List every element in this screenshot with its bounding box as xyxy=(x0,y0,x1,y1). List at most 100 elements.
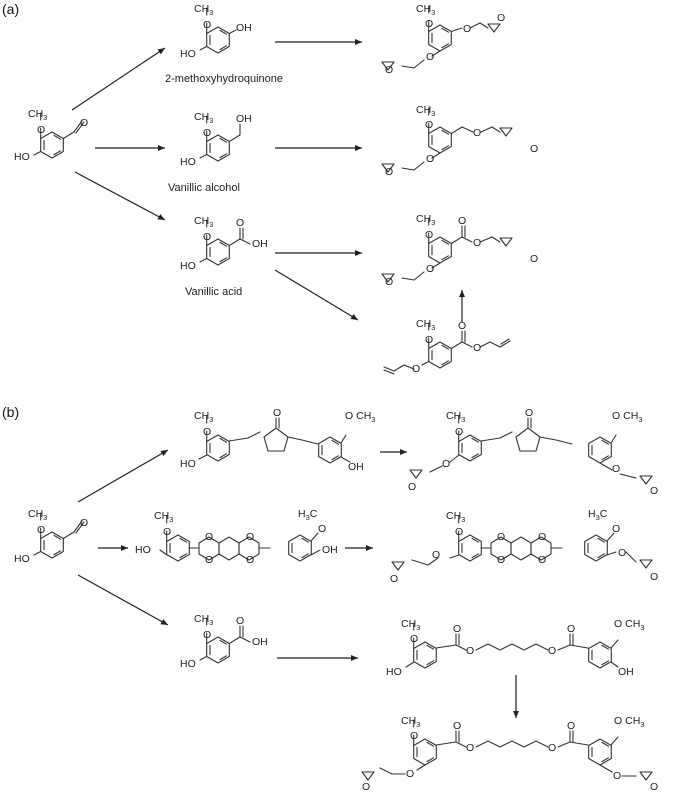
cpe-ether-o-left: O xyxy=(442,458,450,470)
spe-methyl-left: CH3 xyxy=(446,510,465,524)
dvd-methyl-left: CH3 xyxy=(401,618,420,632)
spe-ether-o-left: O xyxy=(432,549,440,561)
valc-oh: OH xyxy=(236,113,252,125)
gv-o1: O xyxy=(425,229,433,241)
da-ether-o: O xyxy=(412,363,420,375)
dvg-ether-o-right: O xyxy=(613,770,621,782)
vab-carbonyl-o: O xyxy=(236,615,244,627)
spe-o-left: O xyxy=(455,526,463,538)
vacid-ho: HO xyxy=(180,260,196,272)
dvd-ester-o-left: O xyxy=(466,645,474,657)
da-carbonyl-o: O xyxy=(458,320,466,332)
vab-methyl: CH3 xyxy=(194,613,213,627)
mhq-ep-o1: O xyxy=(425,18,433,30)
mhq-o: O xyxy=(203,19,211,31)
mhq-ep-o3: O xyxy=(426,51,434,63)
dvd-carbonyl-o-left: O xyxy=(453,623,461,635)
valc-ep-o2: O xyxy=(473,127,481,139)
cpb-ho-left: HO xyxy=(180,458,196,470)
spb-acetal-o3: O xyxy=(246,531,254,543)
spb-o-right: O xyxy=(318,523,326,535)
methoxyhydroquinone xyxy=(199,7,237,54)
spe-acetal-o1: O xyxy=(497,531,505,543)
vanillic-acid-name: Vanillic acid xyxy=(185,286,242,298)
divanillate-diglycidyl xyxy=(361,719,653,781)
mhq-ep-o4: O xyxy=(497,12,505,24)
vacid-o: O xyxy=(203,231,211,243)
vanillic-alcohol-name: Vanillic alcohol xyxy=(168,182,240,194)
vanillin-a-aldehyde-o: O xyxy=(80,117,88,129)
valc-diglycidyl-ether xyxy=(381,107,513,173)
vanillin-b-o: O xyxy=(37,524,45,536)
cpe-o-left: O xyxy=(455,426,463,438)
arrow-vanillin-to-acid xyxy=(74,171,166,221)
vanillin-a xyxy=(33,112,85,159)
dvg-methyl-left: CH3 xyxy=(401,715,420,729)
vanillin-a-ho: HO xyxy=(14,151,30,163)
vanillic-acid xyxy=(199,219,251,266)
gv-o3: O xyxy=(426,263,434,275)
mhq-diglycidyl-ether xyxy=(381,5,501,71)
mhq-ep-o5: O xyxy=(385,64,393,76)
arrow-vanillin-to-acid-b xyxy=(77,574,169,626)
cpe-epoxide-o-left: O xyxy=(408,481,416,493)
arrow-acid-to-allyl xyxy=(274,269,359,321)
cpe-methyl-left: CH3 xyxy=(446,410,465,424)
dvg-epoxide-o-right: O xyxy=(650,781,658,793)
cpe-ether-o-right: O xyxy=(612,463,620,475)
valc-ho: HO xyxy=(180,156,196,168)
cpb-o-left: O xyxy=(203,426,211,438)
dvd-carbonyl-o-right: O xyxy=(567,623,575,635)
spe-epoxide-o-right: O xyxy=(650,571,658,583)
cpb-oh-right: OH xyxy=(348,461,364,473)
dvg-carbonyl-o-left: O xyxy=(453,720,461,732)
mhq-ho: HO xyxy=(180,48,196,60)
mhq-oh: OH xyxy=(236,22,252,34)
dvg-ester-o-right: O xyxy=(548,742,556,754)
vanillin-b-methyl: CH3 xyxy=(28,508,47,522)
valc-ep-methyl: CH3 xyxy=(416,104,435,118)
arrow-vanillin-to-bisphenol xyxy=(77,449,169,503)
vanillin-b xyxy=(33,512,85,559)
valc-methyl: CH3 xyxy=(194,111,213,125)
gv-o5: O xyxy=(385,276,393,288)
valc-ep-o1: O xyxy=(425,119,433,131)
gv-methyl: CH3 xyxy=(416,213,435,227)
spe-acetal-o3: O xyxy=(538,531,546,543)
vanillin-a-methyl: CH3 xyxy=(28,108,47,122)
spe-methyl-right: H3C xyxy=(588,508,608,522)
spb-acetal-o1: O xyxy=(205,531,213,543)
valc-ep-o5: O xyxy=(385,166,393,178)
dvg-ester-o-left: O xyxy=(466,742,474,754)
valc-ep-o4: O xyxy=(530,143,538,155)
vab-ho: HO xyxy=(180,658,196,670)
spb-acetal-o2: O xyxy=(205,554,213,566)
glycidyl-vanillate xyxy=(381,217,513,283)
spiro-diacetal-bisphenol xyxy=(159,515,321,562)
spe-epoxide-o-left: O xyxy=(390,573,398,585)
da-o1: O xyxy=(425,334,433,346)
diallyl-vanillate xyxy=(383,322,511,375)
vacid-oh: OH xyxy=(252,238,268,250)
spe-acetal-o2: O xyxy=(497,554,505,566)
vanillic-alcohol xyxy=(199,115,241,162)
dvd-oh: OH xyxy=(618,666,634,678)
vanillin-b-aldehyde-o: O xyxy=(80,517,88,529)
gv-ester-o: O xyxy=(473,237,481,249)
valc-o: O xyxy=(203,127,211,139)
spb-methyl-left: CH3 xyxy=(154,510,173,524)
vab-o: O xyxy=(203,629,211,641)
spb-ho: HO xyxy=(135,544,151,556)
spe-o-right: O xyxy=(612,523,620,535)
da-methyl: CH3 xyxy=(416,318,435,332)
mhq-ep-methyl: CH3 xyxy=(416,3,435,17)
vanillin-b-ho: HO xyxy=(14,553,30,565)
gv-o4: O xyxy=(530,253,538,265)
panel-label-a: (a) xyxy=(2,1,19,17)
spb-methyl-right: H3C xyxy=(298,508,318,522)
dvd-ester-o-right: O xyxy=(548,645,556,657)
arrow-vanillin-to-mhq xyxy=(71,47,166,111)
